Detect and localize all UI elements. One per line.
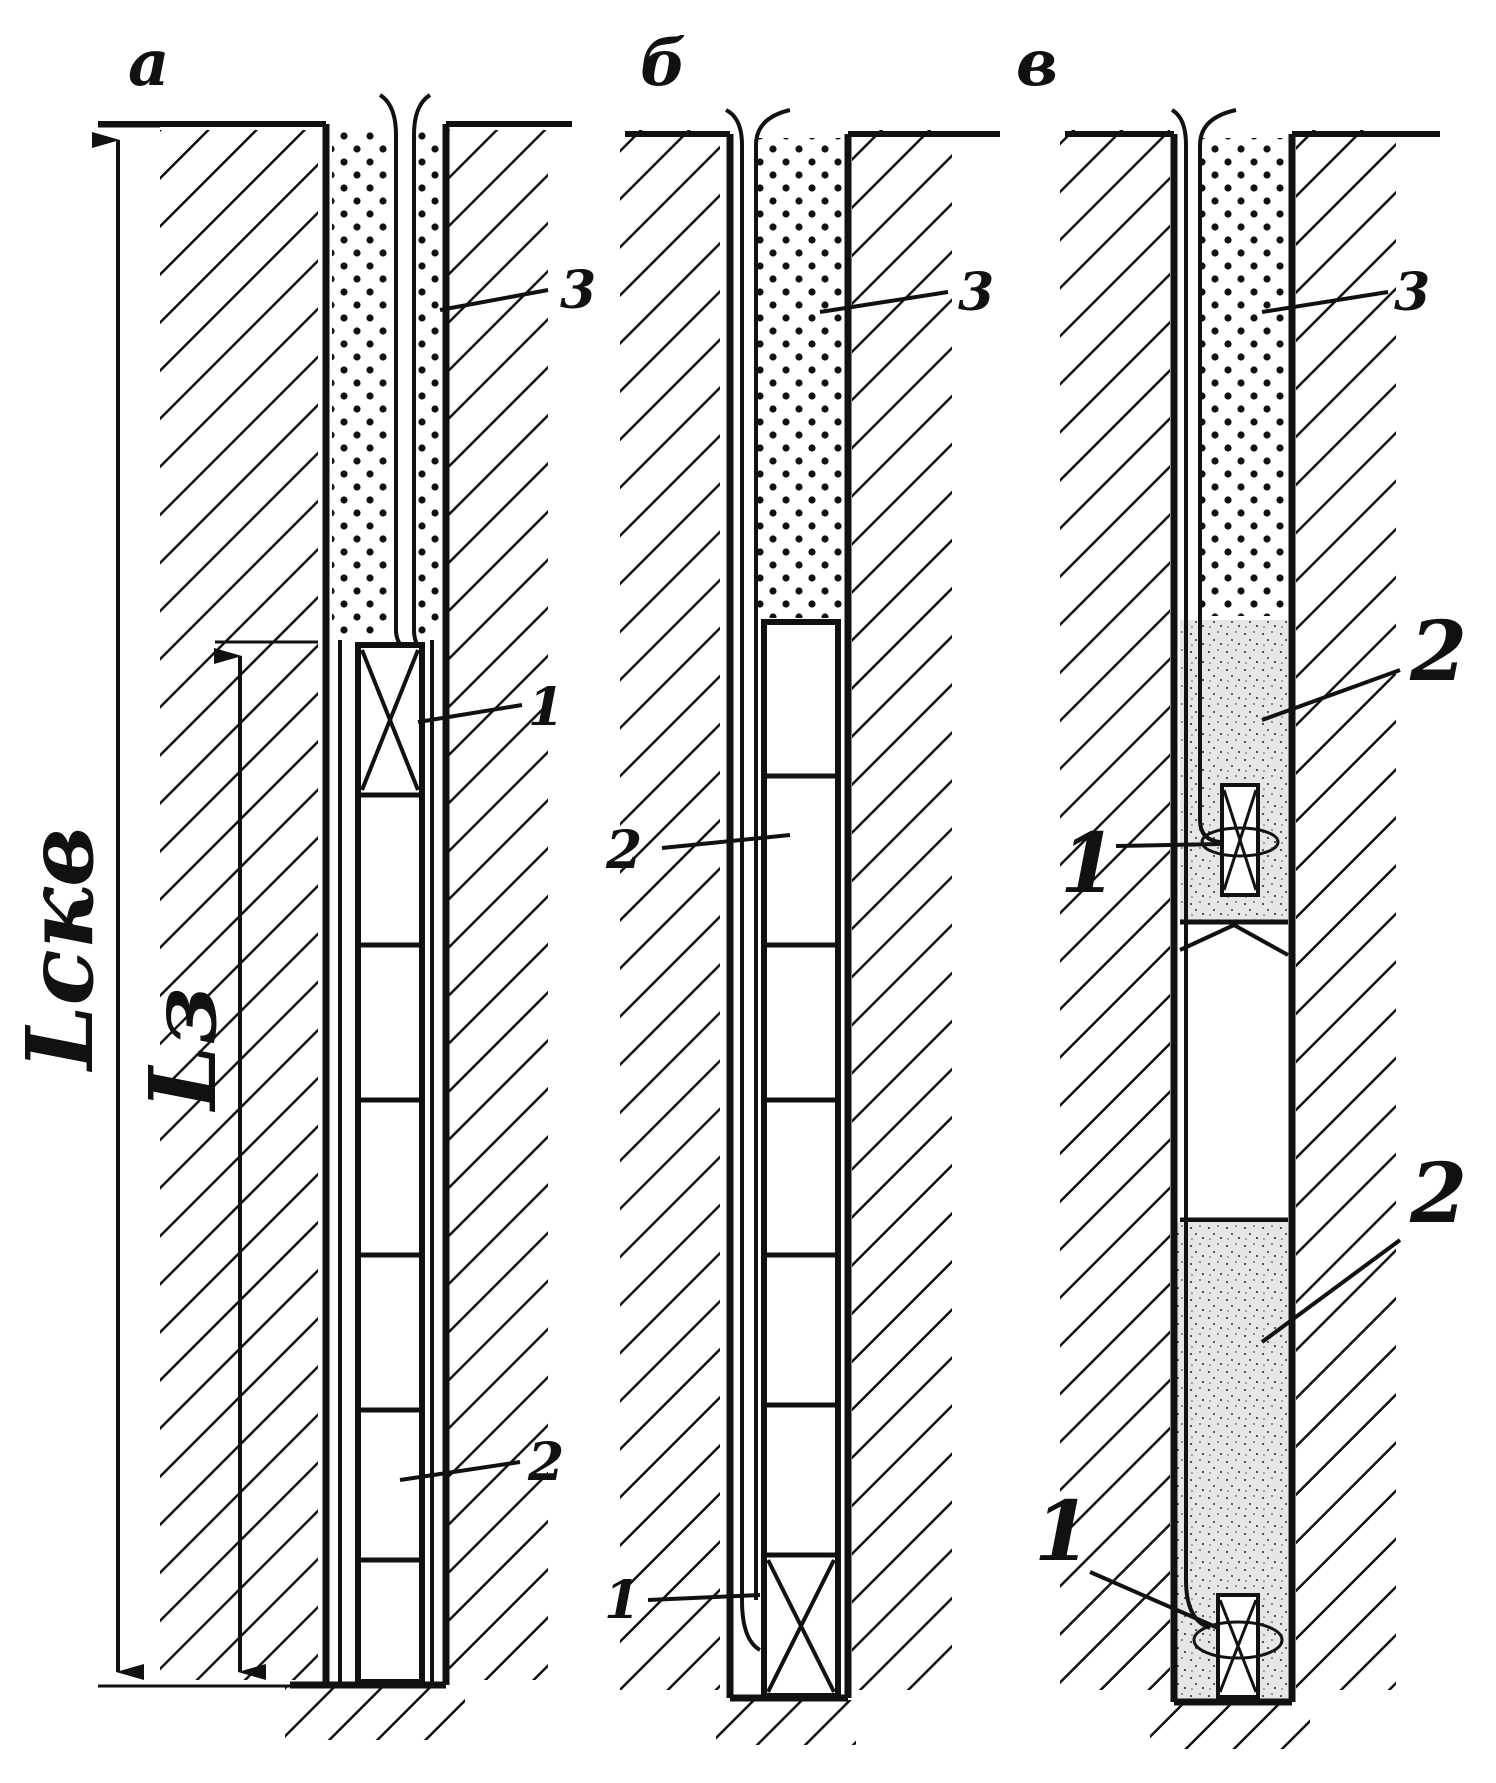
charge-column [761,619,841,1699]
panel-a: Lскв Lз 3 1 2 а [6,26,596,1740]
label-charge-length: Lз [129,987,237,1113]
ground-hatch-bottom [716,1700,856,1745]
label-1: 1 [1034,1484,1091,1580]
stemming-fill [758,138,844,618]
panel-b: 3 2 1 б [604,26,1000,1745]
leader-1 [1089,1570,1219,1630]
label-3: 3 [560,260,596,321]
label-2: 2 [527,1432,564,1493]
ground-hatch-right [852,130,952,1690]
leader-2 [1260,1238,1402,1344]
label-1: 1 [528,677,564,738]
ground-hatch-right [448,130,548,1680]
ground-hatch-left [620,130,720,1690]
label-1: 1 [604,1570,640,1631]
label-3: 3 [958,262,994,323]
ground-hatch-right [1296,130,1396,1690]
leader-1 [417,703,523,724]
spacer-cone [1179,922,1289,957]
label-3: 3 [1394,262,1430,323]
detonating-cord [754,108,791,1600]
leader-1 [1115,842,1223,848]
stemming-fill [1198,138,1288,616]
label-2: 2 [1409,604,1467,700]
panel-v: 3 2 2 1 1 в [1016,26,1467,1749]
label-1: 1 [1060,816,1117,912]
leader-3 [819,290,949,314]
panel-heading: а [128,26,169,101]
leader-1 [647,1593,761,1602]
leader-2 [661,833,791,850]
primer-wrap [1192,1620,1284,1660]
primer-cross [1218,1599,1258,1693]
panel-heading: б [640,26,686,101]
primer-cross [766,1559,836,1693]
air-gap [1180,920,1288,1220]
ground-hatch-bottom [1150,1704,1310,1749]
stemming-fill [332,128,444,638]
leader-2 [1261,668,1401,722]
primer-wrap [1200,826,1280,858]
primer-cross [1222,789,1258,891]
ground-hatch-left [1060,130,1170,1690]
ground-hatch-bottom [285,1685,465,1740]
detonating-cord [724,108,762,1652]
label-well-length: Lскв [6,827,114,1073]
panel-heading: в [1016,26,1058,101]
detonating-cord [1198,108,1237,844]
label-2: 2 [1409,1146,1467,1242]
charge-column [355,642,425,1685]
leader-2 [399,1460,521,1482]
leader-3 [1261,290,1389,314]
primer-cross [360,649,420,791]
leader-3 [439,288,549,312]
label-2: 2 [605,820,642,881]
